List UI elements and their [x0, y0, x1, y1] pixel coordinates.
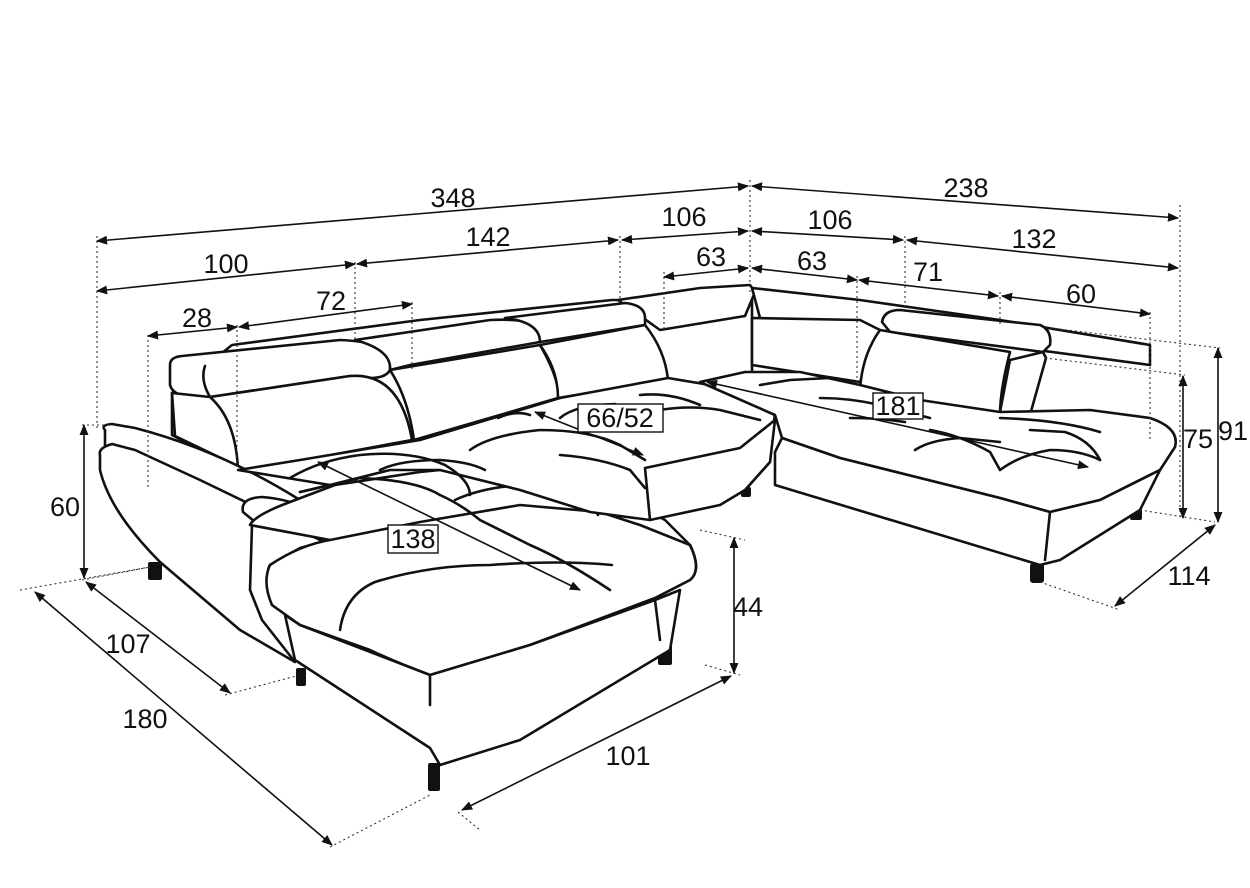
label-corner-left: 106 [661, 202, 706, 232]
label-seat-depth: 66/52 [586, 403, 654, 433]
label-arm-height: 60 [50, 492, 80, 522]
label-headrest-height: 91 [1218, 416, 1248, 446]
chaise-length-box [387, 524, 439, 554]
label-right-depth: 114 [1167, 561, 1210, 591]
label-left-depth: 107 [105, 629, 150, 659]
label-left-section: 100 [203, 249, 248, 279]
label-corner-left-seat: 63 [696, 242, 726, 272]
label-armrest: 28 [182, 303, 212, 333]
label-chaise-length: 138 [390, 524, 435, 554]
label-right-seat-b: 60 [1066, 279, 1096, 309]
label-middle-section: 142 [465, 222, 510, 252]
dimension-labels: 348 238 100 142 106 106 132 28 72 63 63 … [50, 173, 1248, 771]
label-right-seat-a: 71 [913, 257, 943, 287]
label-seat-height: 44 [733, 592, 763, 622]
label-total-width: 348 [430, 183, 475, 213]
sofa-outline [98, 283, 1177, 791]
label-corner-right: 106 [807, 205, 852, 235]
label-right-section: 132 [1011, 224, 1056, 254]
label-right-chaise-length: 181 [875, 391, 920, 421]
label-corner-right-seat: 63 [797, 246, 827, 276]
label-left-seat: 72 [316, 286, 346, 316]
seat-depth-box [577, 403, 664, 433]
right-chaise-length-box [872, 392, 924, 420]
label-chaise-width: 101 [605, 741, 650, 771]
label-right-width: 238 [943, 173, 988, 203]
label-back-height: 75 [1183, 424, 1213, 454]
dimension-lines [34, 182, 1223, 846]
label-chaise-depth: 180 [122, 704, 167, 734]
